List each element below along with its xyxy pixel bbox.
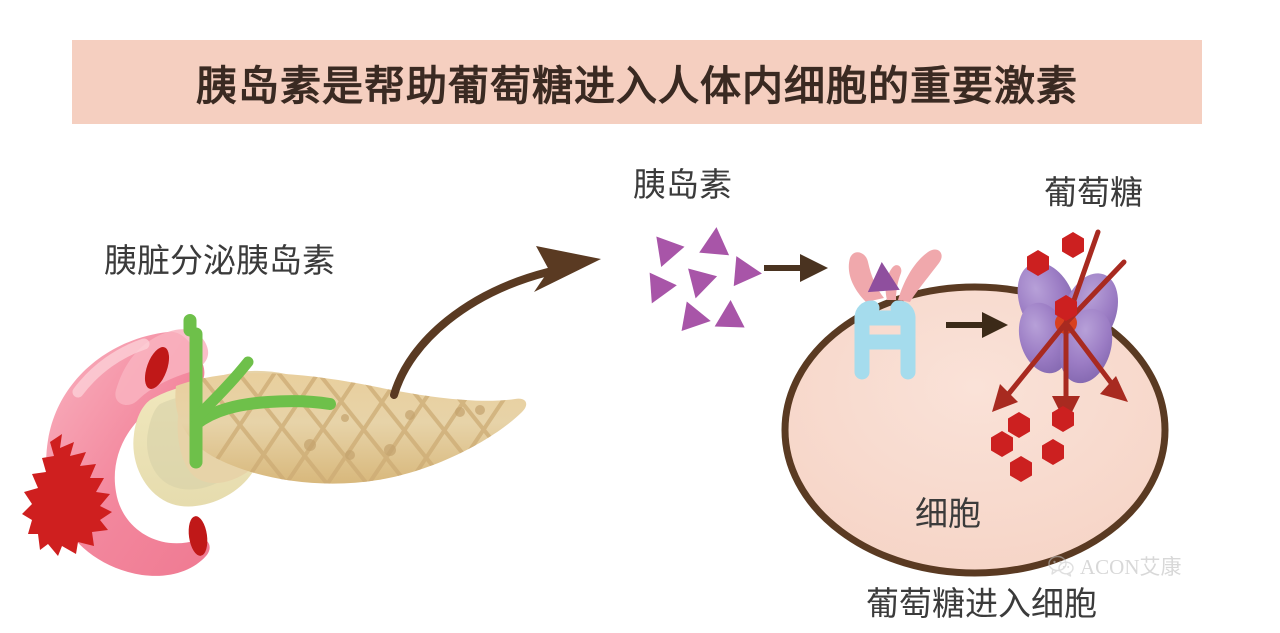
pancreas-lesion [22,434,112,556]
watermark-text: ACON艾康 [1080,555,1182,579]
insulin-triangle [649,272,677,304]
glucose-hexagon [1055,295,1077,321]
insulin-triangle [699,227,730,256]
insulin-triangle [681,301,711,332]
glucose-hexagon [1008,412,1030,438]
bile-duct-branch [190,395,336,430]
secretion-arrow [390,246,601,399]
watermark: ACON艾康 [1048,551,1182,581]
title-banner: 胰岛素是帮助葡萄糖进入人体内细胞的重要激素 [72,40,1202,124]
insulin-triangle [656,236,685,267]
glucose-hexagon [1052,406,1074,432]
glucose-molecules [991,232,1084,482]
insulin-molecules [649,227,762,332]
glucose-transporter [1017,262,1119,384]
glucose-flow-arrows [999,229,1127,415]
page-title: 胰岛素是帮助葡萄糖进入人体内细胞的重要激素 [196,63,1078,109]
insulin-receptor [848,249,942,380]
insulin-triangle [714,300,745,328]
glucose-hexagon [1027,250,1049,276]
duodenum-shape [46,331,210,576]
receptor-arm-left [848,252,884,302]
duct-branch-upper [190,356,254,424]
glucose-hexagon [1062,232,1084,258]
wechat-icon [1048,555,1074,577]
receptor-to-transporter-arrow [946,312,1008,338]
label-insulin: 胰岛素 [633,168,732,204]
insulin-triangle [733,256,762,287]
transporter-pore [1055,312,1077,334]
label-cell: 细胞 [915,497,981,533]
glucose-hexagon [1010,456,1032,482]
glucose-hexagon [1042,439,1064,465]
pancreas-illustration [22,314,527,576]
bound-insulin-triangle [867,262,900,293]
insulin-to-receptor-arrow [764,254,828,282]
pancreas-tail [175,373,527,484]
glucose-arrowheads [992,376,1128,424]
receptor-arm-center [885,265,902,300]
insulin-triangle [688,268,718,299]
label-glucose-enters-cell: 葡萄糖进入细胞 [866,587,1097,623]
duodenum-highlight [72,338,150,398]
pancreas-islets [304,405,485,460]
pancreas-lobule-hatching [178,373,527,484]
duodenum-lumen [133,383,266,507]
label-pancreas-secretes-insulin: 胰脏分泌胰岛素 [104,244,335,280]
receptor-body [854,300,916,380]
receptor-arm-right [898,249,942,302]
vessel-opening-top [144,347,170,389]
label-glucose: 葡萄糖 [1044,176,1143,212]
duodenum-lumen-shadow [147,394,250,490]
vessel-opening-bottom [188,516,208,556]
duodenum-upper-arm [115,329,209,405]
pancreas-head [177,370,361,484]
glucose-hexagon [991,431,1013,457]
